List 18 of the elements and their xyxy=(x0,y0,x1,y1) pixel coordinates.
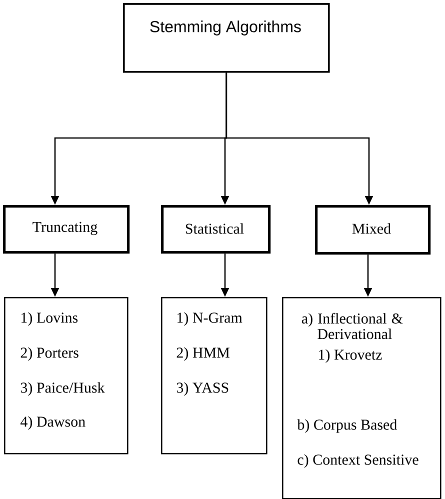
list-box xyxy=(282,297,442,499)
list-box xyxy=(161,297,268,454)
list-item: 1) Krovetz xyxy=(319,349,382,363)
list-item: 1) N-Gram xyxy=(178,312,242,326)
list-item: 2) HMM xyxy=(176,347,230,361)
category-box: Truncating xyxy=(3,205,130,254)
category-box: Mixed xyxy=(315,205,431,255)
root-box: Stemming Algorithms xyxy=(123,3,330,73)
list-item: 3) YASS xyxy=(176,382,228,396)
list-item: 3) Paice/Husk xyxy=(20,382,105,396)
list-item: a) Inflectional & Derivational xyxy=(302,312,403,340)
list-item: 2) Porters xyxy=(20,347,78,361)
list-item: b) Corpus Based xyxy=(297,419,397,433)
list-item: 1) Lovins xyxy=(22,312,78,326)
list-item: c) Context Sensitive xyxy=(298,454,418,468)
list-item: 4) Dawson xyxy=(20,416,86,430)
category-box: Statistical xyxy=(161,205,271,254)
list-box xyxy=(4,297,128,454)
